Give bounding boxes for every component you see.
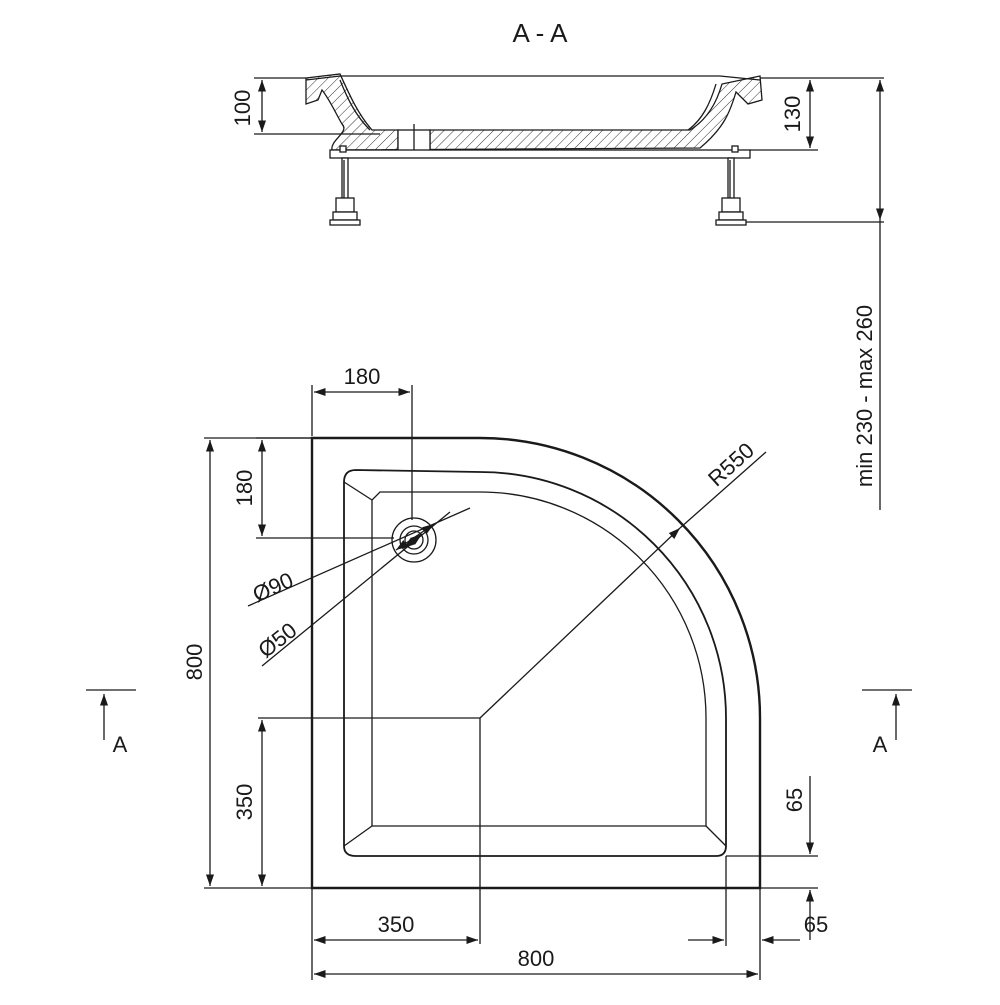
section-mark-right-label: A [873,732,888,757]
dim-total-width: 800 [314,888,761,980]
dim-straight-side-x-label: 350 [378,912,415,937]
dim-rim-right: 65 [688,856,828,946]
dim-waste-offset-x-label: 180 [344,364,381,389]
dim-depth-outer-label: 100 [230,90,255,127]
chamfer-bl [343,825,373,847]
dim-waste-outer-label: Ø90 [249,567,297,607]
tray-inner-surface [339,79,717,131]
dim-depth-total: 130 [750,77,884,151]
dim-straight-side-y: 350 [232,720,267,886]
tray-outer-outline [310,436,762,890]
dim-total-height: 800 [182,437,312,889]
dim-straight-side-y-label: 350 [232,784,257,821]
frame-bolt-left [339,145,347,153]
dim-waste-offset-x: 180 [311,364,413,520]
support-frame [329,149,751,159]
dim-waste-offset-y-label: 180 [232,470,257,507]
dim-straight-side-x: 350 [311,888,478,980]
dim-rim-bottom: 65 [726,776,818,940]
dim-leg-range: min 230 - max 260 [746,80,885,510]
tray-inner-rim [343,469,727,857]
section-view: A - A [230,18,885,510]
dim-total-height-label: 800 [182,644,207,681]
plan-view: R550 180 180 Ø90 Ø50 [86,364,912,980]
chamfer-tl [343,481,373,501]
section-title: A - A [513,18,569,48]
leg-right [715,157,747,226]
dim-rim-right-label: 65 [804,912,828,937]
dim-depth-total-label: 130 [780,96,805,133]
waste-outer-circle [391,517,437,563]
dim-total-width-label: 800 [518,946,555,971]
dim-waste-inner-label: Ø50 [253,617,301,662]
frame-bolt-right [731,145,739,153]
section-mark-right: A [862,689,912,757]
chamfer-br [705,825,727,847]
tray-section-body [305,73,763,151]
section-mark-left-label: A [113,732,128,757]
tray-rim-top [305,75,761,81]
section-mark-left: A [86,689,136,757]
dim-rim-bottom-label: 65 [782,788,807,812]
dim-leg-range-label: min 230 - max 260 [852,305,877,487]
dim-depth-outer: 100 [230,77,380,135]
leg-left [329,157,361,226]
